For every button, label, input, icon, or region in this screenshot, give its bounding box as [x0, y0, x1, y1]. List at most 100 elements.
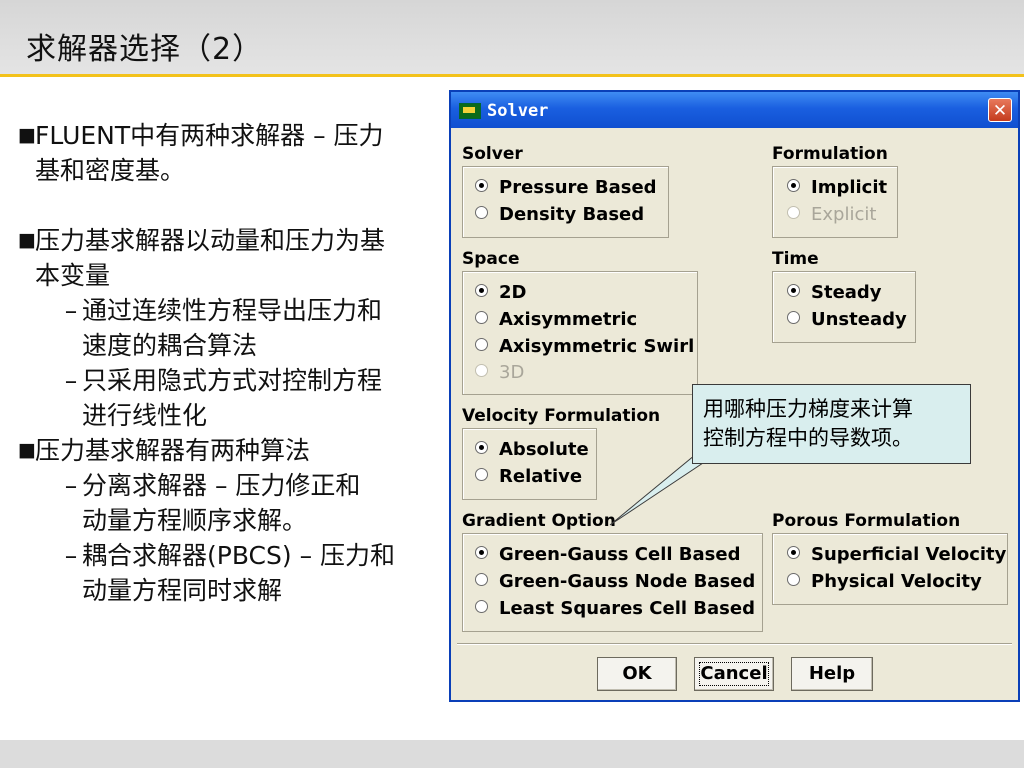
time-label: Time: [772, 249, 819, 269]
velocity-formulation-group: Absolute Relative: [462, 428, 597, 500]
radio-physical-velocity[interactable]: Physical Velocity: [787, 571, 982, 592]
radio-superficial-velocity[interactable]: Superficial Velocity: [787, 544, 1006, 565]
bullet-line: 压力基求解器以动量和压力为基: [35, 226, 386, 255]
radio-icon: [475, 573, 488, 586]
sub-bullet-line: 通过连续性方程导出压力和: [82, 296, 383, 325]
slide-header: 求解器选择（2）: [0, 0, 1024, 74]
sub-bullet-item: – 耦合求解器(PBCS) – 压力和 动量方程同时求解: [18, 538, 438, 608]
bullet-item: ■ 压力基求解器以动量和压力为基 本变量: [18, 223, 438, 293]
radio-icon: [787, 311, 800, 324]
bullet-mark: ■: [18, 124, 36, 146]
formulation-group: Implicit Explicit: [772, 166, 898, 238]
bullet-item: ■ FLUENT中有两种求解器 – 压力 基和密度基。: [18, 118, 438, 188]
radio-relative[interactable]: Relative: [475, 466, 582, 487]
sub-bullet-dash: –: [64, 296, 78, 325]
space-group: 2D Axisymmetric Axisymmetric Swirl 3D: [462, 271, 698, 395]
sub-bullet-line: 速度的耦合算法: [82, 331, 258, 360]
sub-bullet-item: – 通过连续性方程导出压力和 速度的耦合算法: [18, 293, 438, 363]
bullet-line: 本变量: [35, 261, 111, 290]
radio-icon: [787, 573, 800, 586]
solver-group: Pressure Based Density Based: [462, 166, 669, 238]
radio-label: Pressure Based: [499, 177, 657, 198]
sub-bullet-line: 耦合求解器(PBCS) – 压力和: [82, 541, 396, 570]
dialog-title: Solver: [487, 101, 549, 121]
radio-density-based[interactable]: Density Based: [475, 204, 644, 225]
sub-bullet-line: 分离求解器 – 压力修正和: [82, 471, 361, 500]
radio-selected-icon: [475, 441, 488, 454]
radio-least-squares-cell[interactable]: Least Squares Cell Based: [475, 598, 755, 619]
radio-icon: [787, 206, 800, 219]
formulation-label: Formulation: [772, 144, 888, 164]
gradient-option-label: Gradient Option: [462, 511, 616, 531]
space-label: Space: [462, 249, 520, 269]
radio-label: Unsteady: [811, 309, 907, 330]
radio-steady[interactable]: Steady: [787, 282, 882, 303]
radio-implicit[interactable]: Implicit: [787, 177, 887, 198]
velocity-formulation-label: Velocity Formulation: [462, 406, 661, 426]
slide-footer: [0, 740, 1024, 768]
radio-selected-icon: [787, 546, 800, 559]
radio-selected-icon: [475, 546, 488, 559]
radio-icon: [475, 364, 488, 377]
radio-label: Physical Velocity: [811, 571, 982, 592]
focus-ring: [699, 662, 769, 686]
cancel-button[interactable]: Cancel: [694, 657, 774, 691]
sub-bullet-line: 动量方程同时求解: [82, 576, 283, 605]
radio-label: Steady: [811, 282, 882, 303]
close-icon[interactable]: ✕: [988, 98, 1012, 122]
radio-pressure-based[interactable]: Pressure Based: [475, 177, 657, 198]
radio-label: 3D: [499, 362, 525, 383]
radio-selected-icon: [787, 179, 800, 192]
callout-pointer: [609, 455, 716, 526]
dialog-titlebar[interactable]: Solver ✕: [451, 92, 1018, 128]
radio-2d[interactable]: 2D: [475, 282, 526, 303]
radio-label: 2D: [499, 282, 527, 303]
radio-absolute[interactable]: Absolute: [475, 439, 589, 460]
help-button[interactable]: Help: [791, 657, 873, 691]
solver-label: Solver: [462, 144, 523, 164]
sub-bullet-line: 只采用隐式方式对控制方程: [82, 366, 383, 395]
bullet-line: 压力基求解器有两种算法: [35, 436, 311, 465]
header-rule: [0, 74, 1024, 77]
sub-bullet-dash: –: [64, 541, 78, 570]
time-group: Steady Unsteady: [772, 271, 916, 343]
sub-bullet-item: – 分离求解器 – 压力修正和 动量方程顺序求解。: [18, 468, 438, 538]
sub-bullet-dash: –: [64, 366, 78, 395]
radio-label: Axisymmetric Swirl: [499, 336, 695, 357]
bullet-item: ■ 压力基求解器有两种算法: [18, 433, 438, 468]
radio-icon: [475, 206, 488, 219]
radio-selected-icon: [787, 284, 800, 297]
radio-label: Relative: [499, 466, 583, 487]
radio-icon: [475, 311, 488, 324]
radio-axisymmetric[interactable]: Axisymmetric: [475, 309, 637, 330]
radio-label: Absolute: [499, 439, 589, 460]
radio-unsteady[interactable]: Unsteady: [787, 309, 907, 330]
radio-label: Implicit: [811, 177, 888, 198]
ok-button[interactable]: OK: [597, 657, 677, 691]
gradient-option-group: Green-Gauss Cell Based Green-Gauss Node …: [462, 533, 763, 632]
slide-body: ■ FLUENT中有两种求解器 – 压力 基和密度基。 ■ 压力基求解器以动量和…: [18, 118, 438, 608]
radio-label: Green-Gauss Cell Based: [499, 544, 741, 565]
bullet-mark: ■: [18, 439, 36, 461]
radio-green-gauss-cell[interactable]: Green-Gauss Cell Based: [475, 544, 740, 565]
radio-icon: [475, 468, 488, 481]
radio-icon: [475, 600, 488, 613]
fluent-app-icon: [459, 103, 481, 119]
radio-icon: [475, 338, 488, 351]
slide-title: 求解器选择（2）: [26, 32, 264, 67]
porous-formulation-group: Superficial Velocity Physical Velocity: [772, 533, 1008, 605]
sub-bullet-item: – 只采用隐式方式对控制方程 进行线性化: [18, 363, 438, 433]
cancel-button-label: Cancel: [700, 663, 768, 684]
radio-label: Axisymmetric: [499, 309, 638, 330]
radio-axisymmetric-swirl[interactable]: Axisymmetric Swirl: [475, 336, 694, 357]
radio-green-gauss-node[interactable]: Green-Gauss Node Based: [475, 571, 755, 592]
porous-formulation-label: Porous Formulation: [772, 511, 961, 531]
radio-label: Superficial Velocity: [811, 544, 1007, 565]
radio-label: Green-Gauss Node Based: [499, 571, 756, 592]
radio-label: Explicit: [811, 204, 877, 225]
radio-label: Least Squares Cell Based: [499, 598, 755, 619]
radio-3d: 3D: [475, 362, 524, 383]
bullet-line: FLUENT中有两种求解器 – 压力: [35, 121, 384, 150]
radio-explicit: Explicit: [787, 204, 876, 225]
gradient-callout-note: 用哪种压力梯度来计算 控制方程中的导数项。: [692, 384, 971, 464]
